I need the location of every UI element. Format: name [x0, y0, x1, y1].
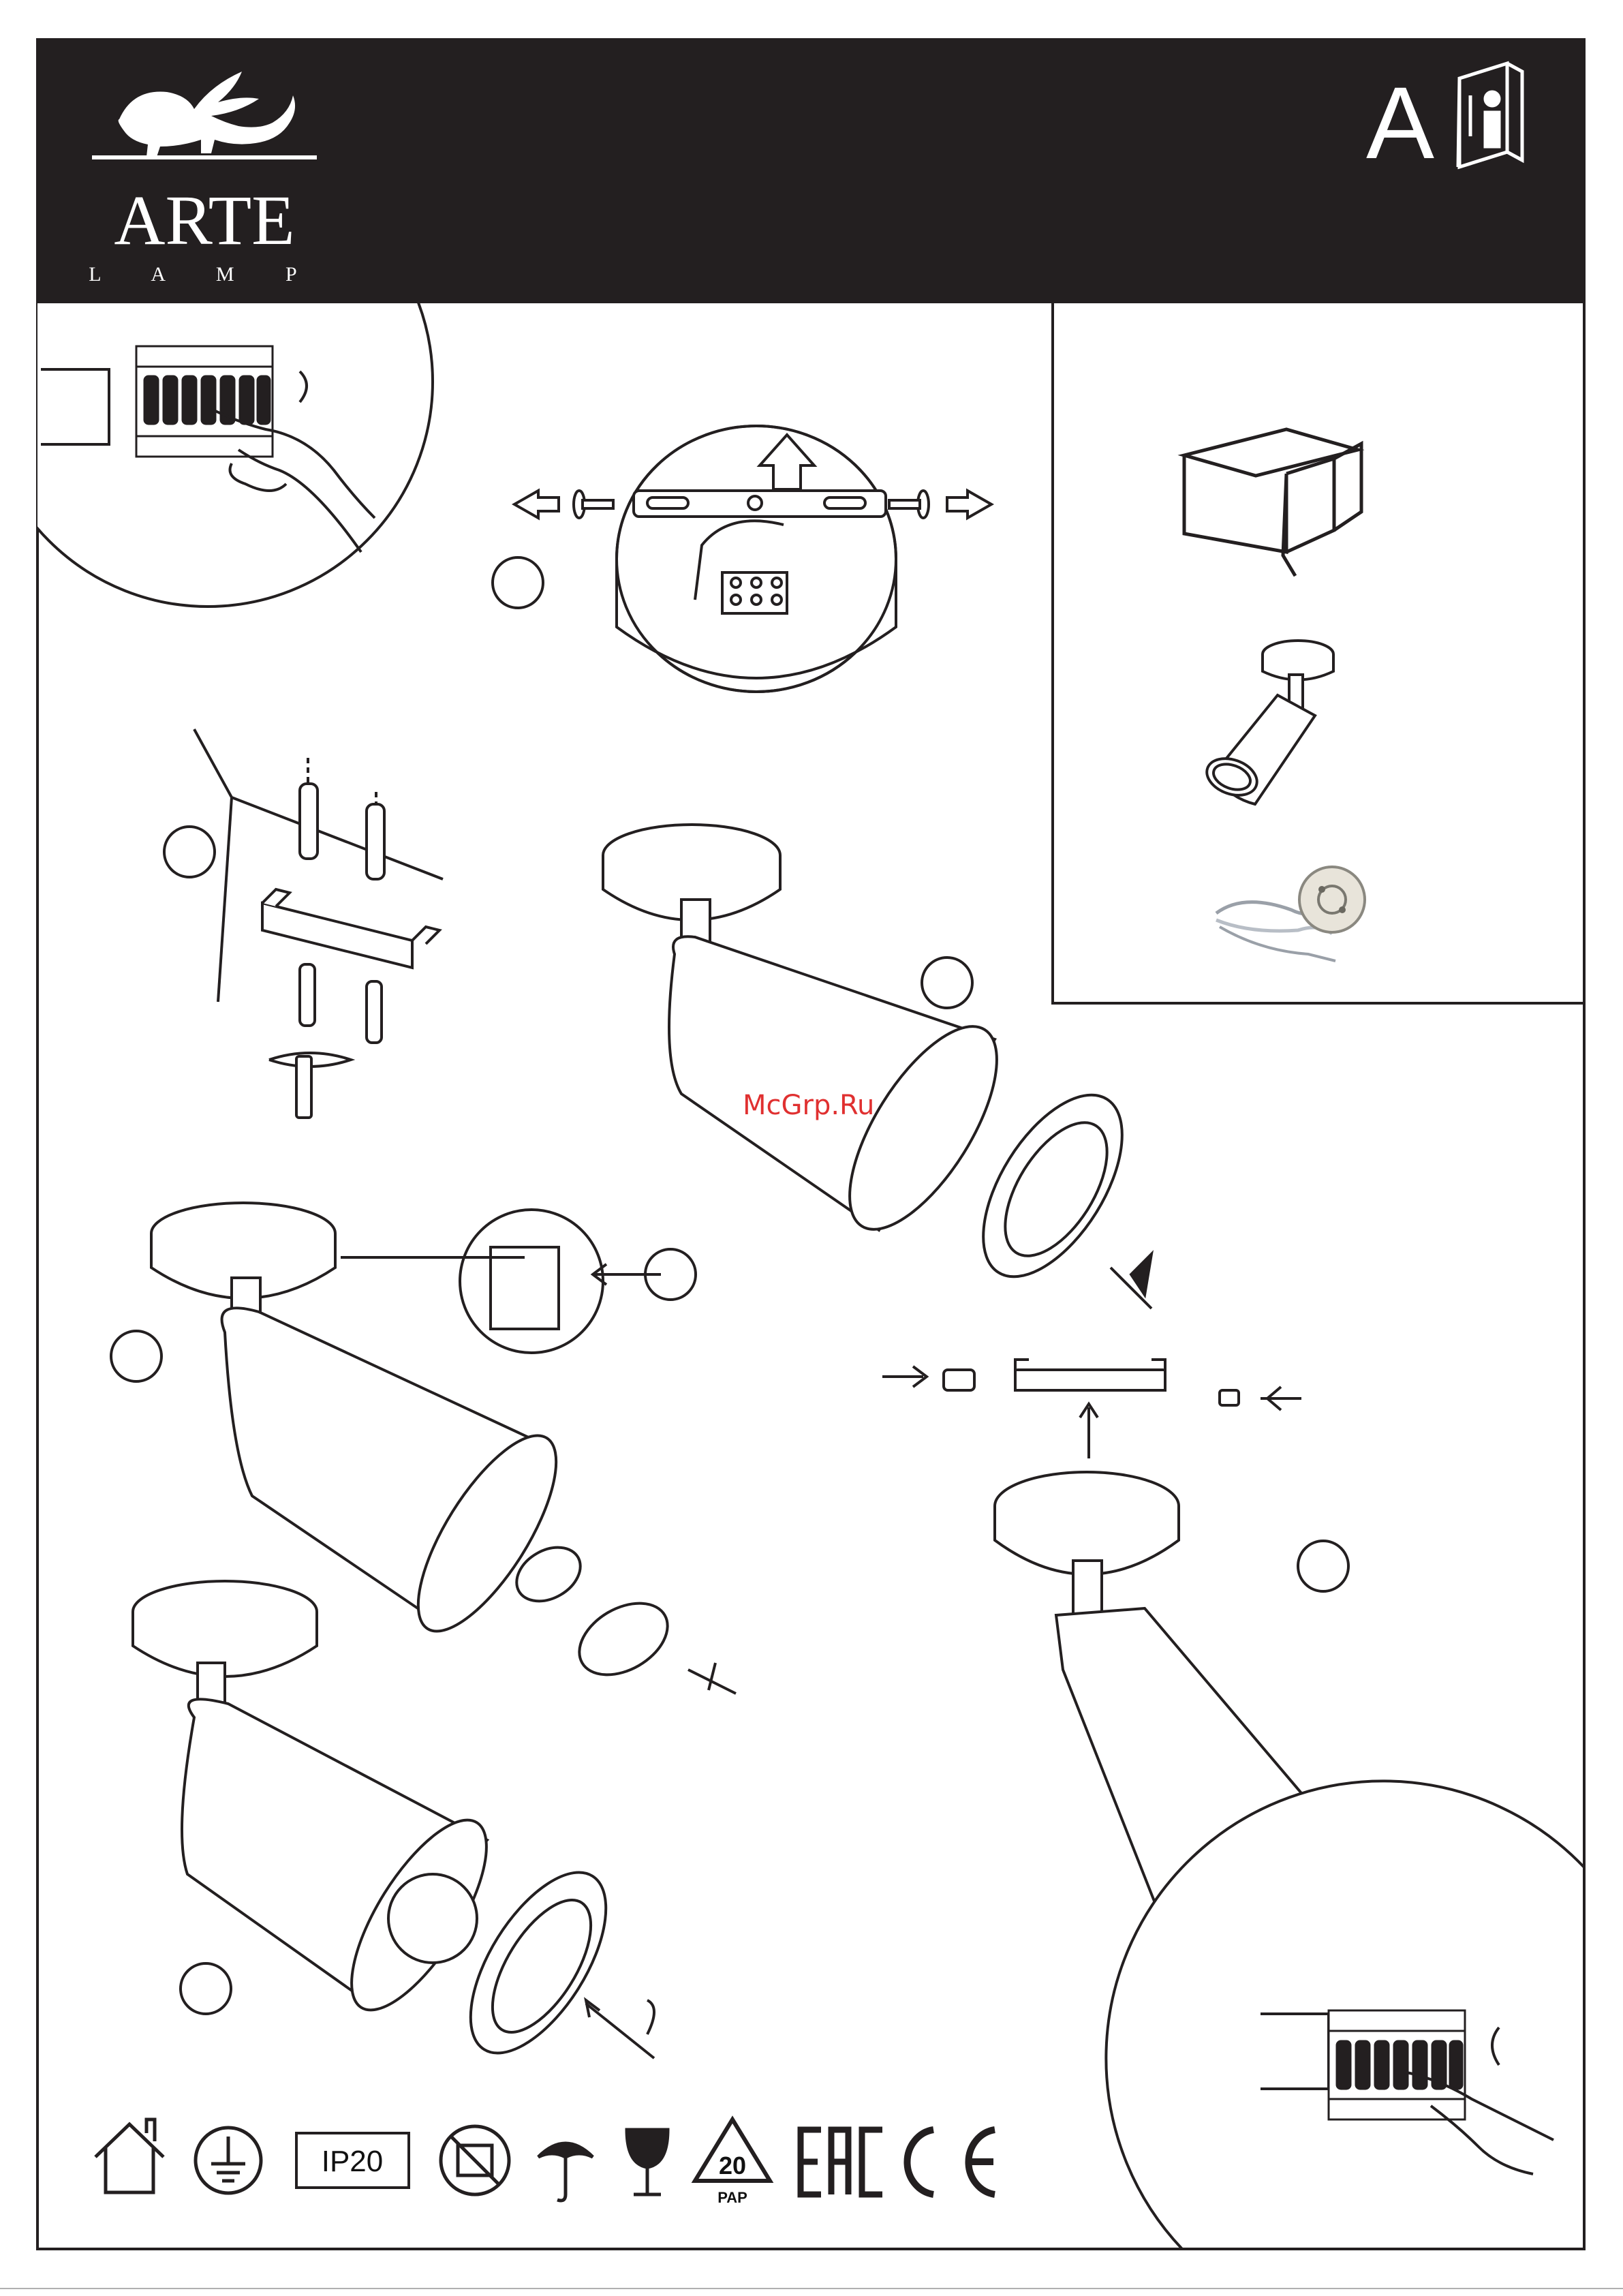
step3-ring-removal: [603, 825, 1151, 1308]
rotate-remove-arrow-icon: [1111, 1254, 1151, 1308]
earth-ground-icon: [196, 2128, 261, 2193]
pointer-arrow-icon: [593, 1264, 661, 1285]
svg-text:PAP: PAP: [717, 2189, 747, 2206]
up-arrow-icon: [1080, 1404, 1098, 1458]
step-marker-6: [1298, 1541, 1348, 1591]
recycle-icon: 20 PAP: [695, 2119, 770, 2206]
rotate-install-icon: [586, 2000, 654, 2058]
eac-mark-icon: [801, 2130, 882, 2194]
brand-name: ARTE: [114, 181, 294, 260]
step-marker-1: [493, 557, 543, 608]
step-marker-7: [181, 1963, 231, 2014]
left-arrow-icon: [514, 491, 559, 518]
fragile-icon: [627, 2130, 668, 2194]
no-dimmer-icon: [441, 2126, 509, 2194]
step4-plate-mount: [882, 1360, 1301, 1458]
ip20-badge: IP20: [296, 2133, 409, 2188]
step2-wall-fixing: [194, 729, 443, 1118]
keep-dry-icon: [538, 2143, 593, 2201]
step-marker-3: [922, 958, 972, 1008]
rotate-arrow-icon-left: [882, 1366, 927, 1387]
ce-mark-icon: [907, 2130, 995, 2194]
step-marker-5: [111, 1331, 161, 1381]
brand-sub: L A M P: [89, 263, 320, 286]
terminal-block-icon-2: [1329, 2010, 1465, 2119]
step7-ring-fit: [133, 1581, 654, 2075]
watermark: McGrp.Ru: [743, 1090, 874, 1121]
step1-base-removal: [514, 426, 991, 692]
right-arrow-icon: [947, 491, 991, 518]
rotate-arrow-icon-right: [1261, 1387, 1301, 1410]
svg-text:20: 20: [719, 2152, 746, 2179]
package-box-icon: [1184, 429, 1361, 576]
indoor-use-icon: [95, 2119, 164, 2192]
lamp-holder-wires-icon: [1216, 867, 1365, 961]
screwdriver-icon: [296, 1056, 311, 1118]
rotate-insert-icon: [688, 1663, 736, 1694]
spotlight-product-icon: [1202, 641, 1333, 804]
svg-text:IP20: IP20: [322, 2145, 384, 2178]
step-marker-2: [164, 827, 215, 877]
version-letter: A: [1366, 65, 1434, 180]
terminal-block-icon: [136, 346, 273, 457]
